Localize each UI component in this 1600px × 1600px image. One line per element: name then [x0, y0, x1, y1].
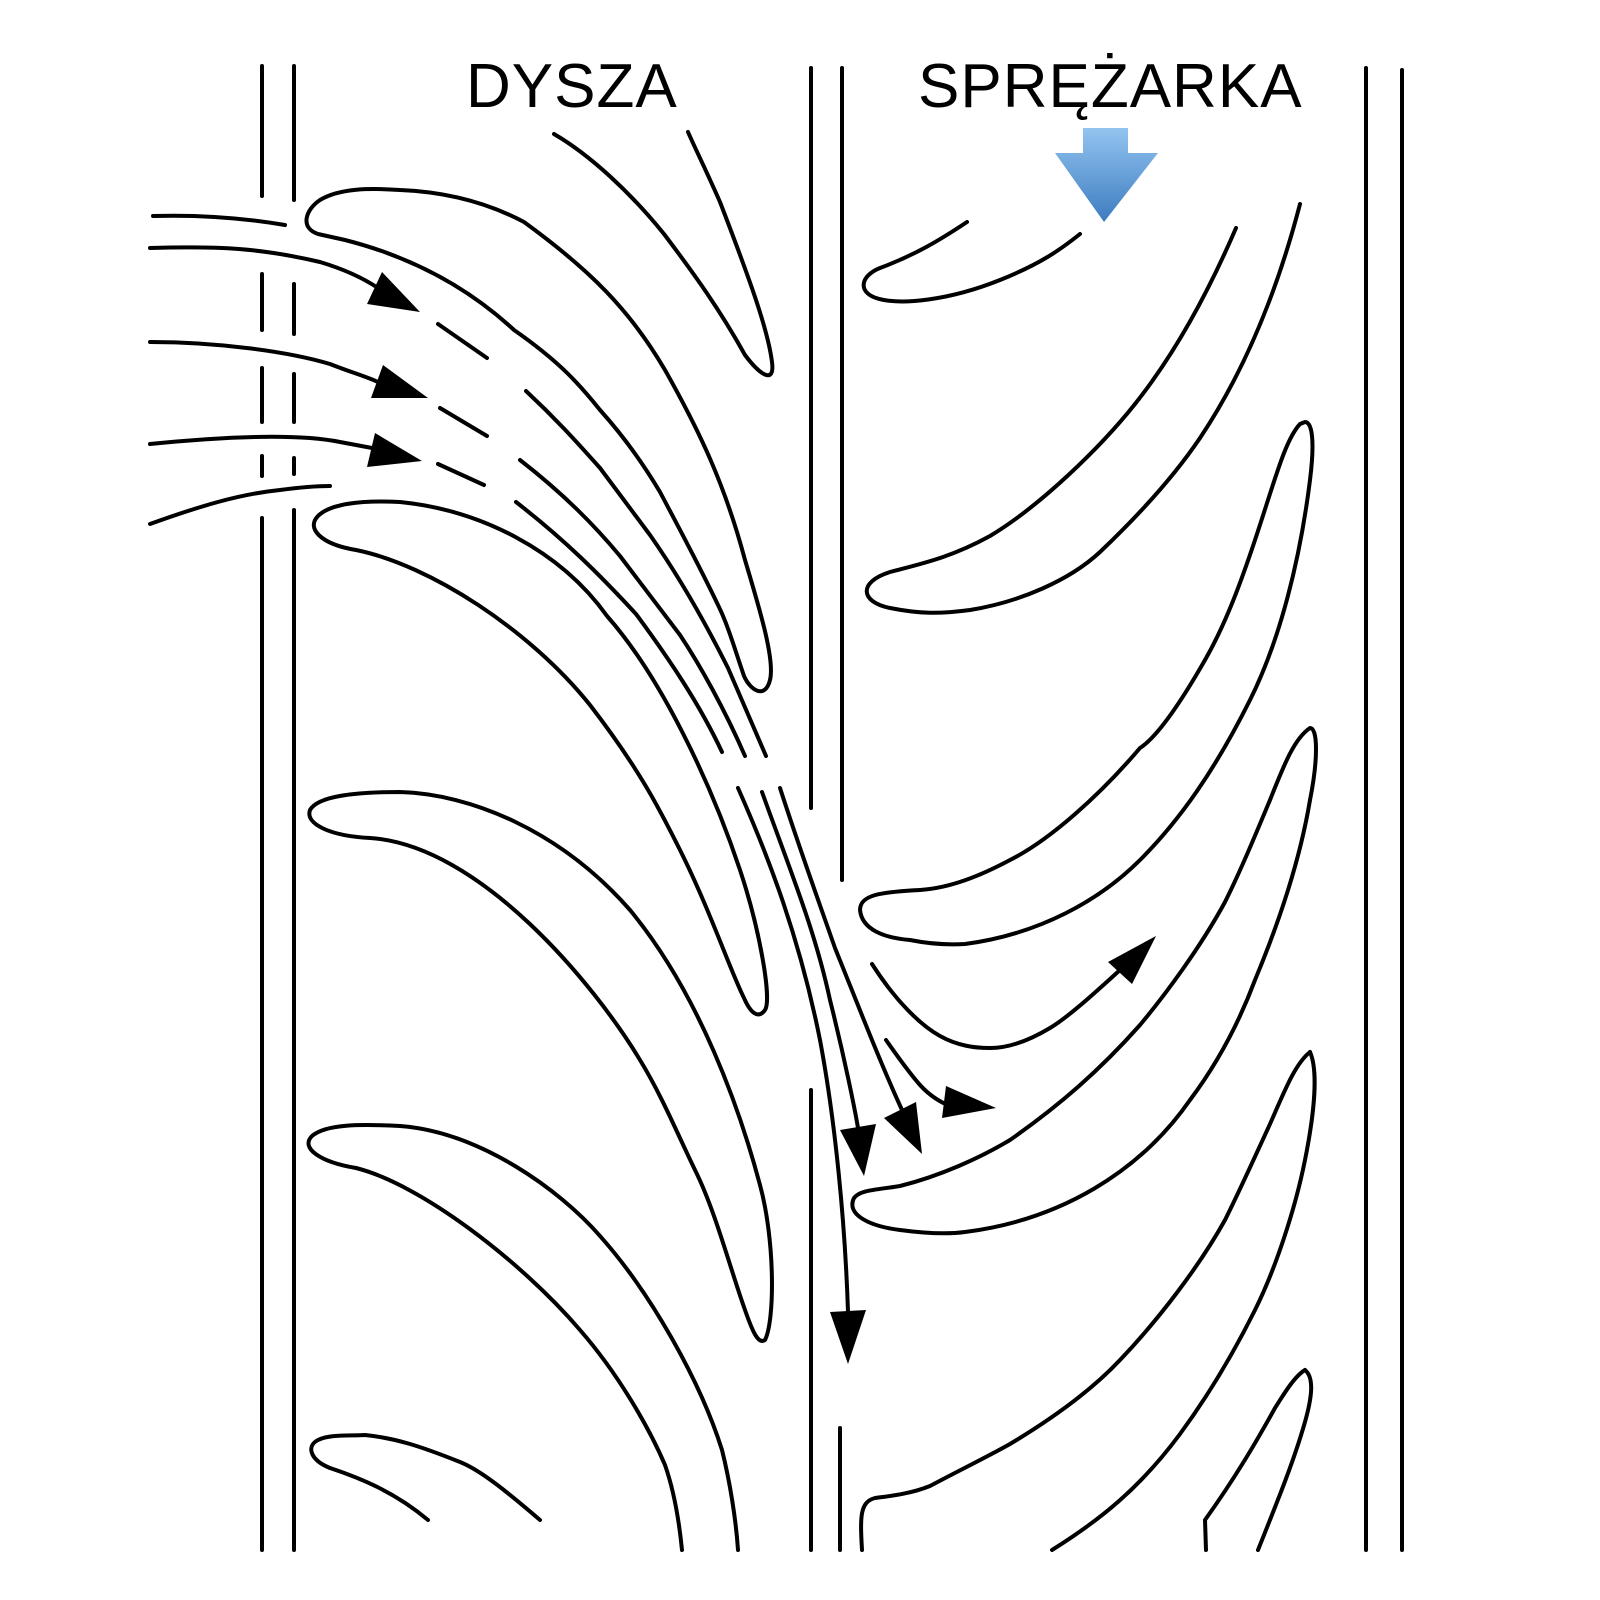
exit-streamlines	[736, 786, 922, 1364]
nozzle-blade	[306, 1123, 740, 1552]
compressor-flow-arrows	[870, 936, 1156, 1118]
middle-casing-walls	[809, 66, 844, 1552]
nozzle-blade	[311, 499, 769, 1017]
dashed-flow-lines	[436, 322, 768, 758]
flow-arrow-icon	[840, 1124, 876, 1176]
nozzle-blade	[307, 790, 774, 1343]
flow-arrow-icon	[1108, 936, 1156, 984]
flow-arrow-icon	[367, 433, 422, 467]
inlet-arrow-heads	[367, 272, 428, 467]
flow-arrow-icon	[942, 1086, 996, 1118]
compressor-blade	[864, 202, 1302, 615]
blue-down-arrow-icon	[1055, 128, 1158, 222]
right-casing-walls	[1364, 66, 1404, 1552]
left-casing-walls	[260, 64, 296, 1552]
inlet-streamlines	[148, 213, 380, 526]
flow-arrow-icon	[884, 1102, 922, 1154]
compressor-blades	[850, 202, 1318, 1552]
compressor-blade	[850, 726, 1318, 1236]
nozzle-section-label: DYSZA	[466, 52, 678, 121]
flow-arrow-icon	[830, 1310, 866, 1364]
compressor-blade	[858, 420, 1315, 947]
flow-arrow-icon	[367, 272, 420, 312]
nozzle-blade	[304, 187, 773, 694]
compressor-blade	[861, 220, 1082, 304]
flow-arrow-icon	[371, 365, 428, 398]
compressor-section-label: SPRĘŻARKA	[918, 52, 1303, 121]
compressor-blade	[859, 1050, 1312, 1552]
nozzle-blades	[304, 130, 775, 1552]
